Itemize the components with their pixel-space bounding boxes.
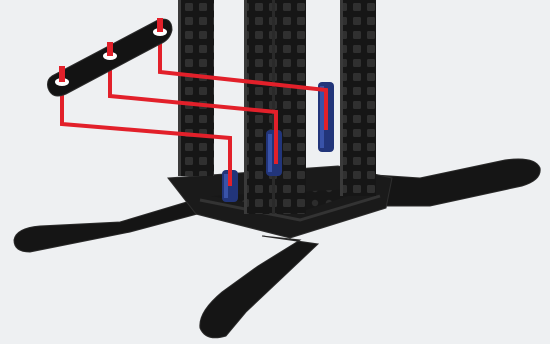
vertical-column-left	[178, 0, 214, 176]
vertical-column-right	[340, 0, 376, 196]
